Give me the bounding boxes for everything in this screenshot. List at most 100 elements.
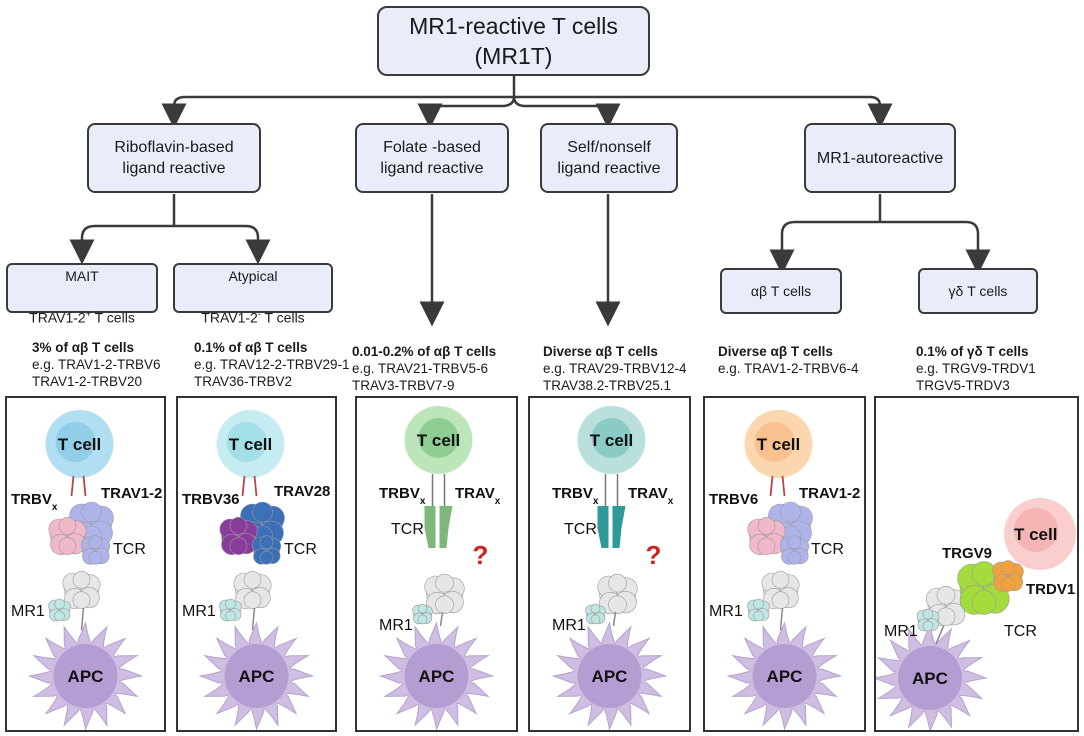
apc-cell [198, 621, 315, 731]
tcr-label: TCR [113, 541, 146, 558]
apc-label: APC [419, 667, 455, 686]
apc-cell [378, 621, 495, 731]
category-riboflavin: Riboflavin-based ligand reactive [87, 123, 261, 193]
b2m-protein [747, 598, 770, 622]
b2m-protein [412, 603, 433, 625]
category-autoreactive: MR1-autoreactive [804, 123, 956, 193]
left-chain-label: TRBV36 [182, 491, 240, 508]
mr1-label: MR1 [379, 617, 413, 634]
tcr-alpha-chain [612, 506, 626, 548]
t-cell-nucleus [55, 422, 96, 462]
t-cell-nucleus [591, 418, 632, 458]
mr1-label: MR1 [709, 603, 743, 620]
mr1-protein [424, 573, 465, 615]
root-title: MR1-reactive T cells (MR1T) [409, 13, 618, 69]
category-label: Riboflavin-based ligand reactive [114, 139, 234, 177]
arrow-to-riboflavin [161, 95, 514, 129]
tcr-alpha-chain-lower [251, 535, 282, 565]
apc-label: APC [68, 667, 104, 686]
apc-cell-core [53, 644, 118, 708]
arrow-to-mait [69, 224, 174, 265]
apc-label: APC [239, 667, 275, 686]
apc-label: APC [912, 669, 948, 688]
t-cell-label: T cell [1014, 525, 1057, 544]
tcr-stalk-left [769, 475, 774, 497]
apc-cell-core [577, 644, 642, 708]
subgroup-label: MAIT TRAV1-2+ T cells [29, 268, 135, 326]
delta-chain [992, 560, 1024, 592]
b2m-protein [585, 603, 606, 625]
right-chain-label: TRAVx [628, 485, 674, 507]
right-chain-label: TRAV28 [274, 483, 330, 500]
t-cell-label: T cell [590, 431, 633, 450]
left-chain-label: TRBV6 [709, 491, 758, 508]
arrow-to-atypical [174, 224, 271, 265]
root-box: MR1-reactive T cells (MR1T) [377, 6, 650, 76]
apc-cell-core [752, 644, 817, 708]
left-chain-label: TRBVx [11, 491, 58, 513]
tcr-stalk-right [253, 475, 258, 497]
apc-label: APC [592, 667, 628, 686]
question-mark: ? [473, 540, 489, 570]
arrow-to-folate [417, 96, 516, 129]
category-label: Self/nonself ligand reactive [557, 139, 661, 177]
mr1-label: MR1 [884, 623, 918, 640]
t-cell-nucleus [754, 422, 795, 462]
mr1-label: MR1 [552, 617, 586, 634]
left-chain-label: TRBVx [379, 485, 426, 507]
tcr-beta-chain [48, 517, 87, 556]
b2m-protein [219, 598, 242, 622]
tcr-label: TCR [564, 521, 597, 538]
subgroup-atypical: Atypical TRAV1-2- T cells [173, 263, 333, 326]
tcr-stalk-right [781, 475, 786, 497]
right-chain-label: TRDV1 [1026, 581, 1075, 598]
subgroup-label: Atypical TRAV1-2- T cells [201, 268, 305, 326]
t-cell-label: T cell [757, 435, 800, 454]
tcr-label: TCR [284, 541, 317, 558]
tcr-label: TCR [1004, 623, 1037, 640]
category-label: Folate -based ligand reactive [380, 139, 484, 177]
category-label: MR1-autoreactive [816, 149, 944, 167]
right-chain-label: TRAV1-2 [799, 485, 860, 502]
apc-cell-core [898, 646, 962, 710]
tcr-alpha-chain-lower [80, 535, 111, 565]
right-chain-label: TRAV1-2 [101, 485, 162, 502]
b2m-protein [916, 608, 940, 632]
mr1-protein [62, 571, 101, 610]
tcr-stalk-left [70, 475, 75, 497]
tcr-beta-chain [219, 517, 258, 556]
t-cell-label: T cell [229, 435, 272, 454]
apc-label: APC [767, 667, 803, 686]
tcr-beta-chain [597, 506, 609, 548]
subgroup-label: γδ T cells [948, 282, 1008, 299]
mr1-protein [233, 571, 272, 610]
tcr-alpha-chain-lower [779, 535, 810, 565]
category-self-nonself: Self/nonself ligand reactive [540, 123, 678, 193]
mr1-label: MR1 [182, 603, 216, 620]
subgroup-label: αβ T cells [750, 282, 812, 299]
mr1-protein [597, 573, 638, 615]
arrow-to-autoreactive [514, 95, 893, 129]
arrow-to-ab [769, 220, 880, 275]
subgroup-mait: MAIT TRAV1-2+ T cells [6, 263, 158, 326]
apc-cell [551, 621, 668, 731]
tcr-label: TCR [391, 521, 424, 538]
t-cell-nucleus [418, 418, 459, 458]
t-cell-nucleus [1014, 508, 1058, 552]
arrow-to-gd [880, 220, 991, 275]
subgroup-gd-t-cells: γδ T cells [918, 268, 1038, 314]
subgroup-ab-t-cells: αβ T cells [720, 268, 842, 314]
category-folate: Folate -based ligand reactive [355, 123, 509, 193]
apc-cell [872, 623, 988, 733]
